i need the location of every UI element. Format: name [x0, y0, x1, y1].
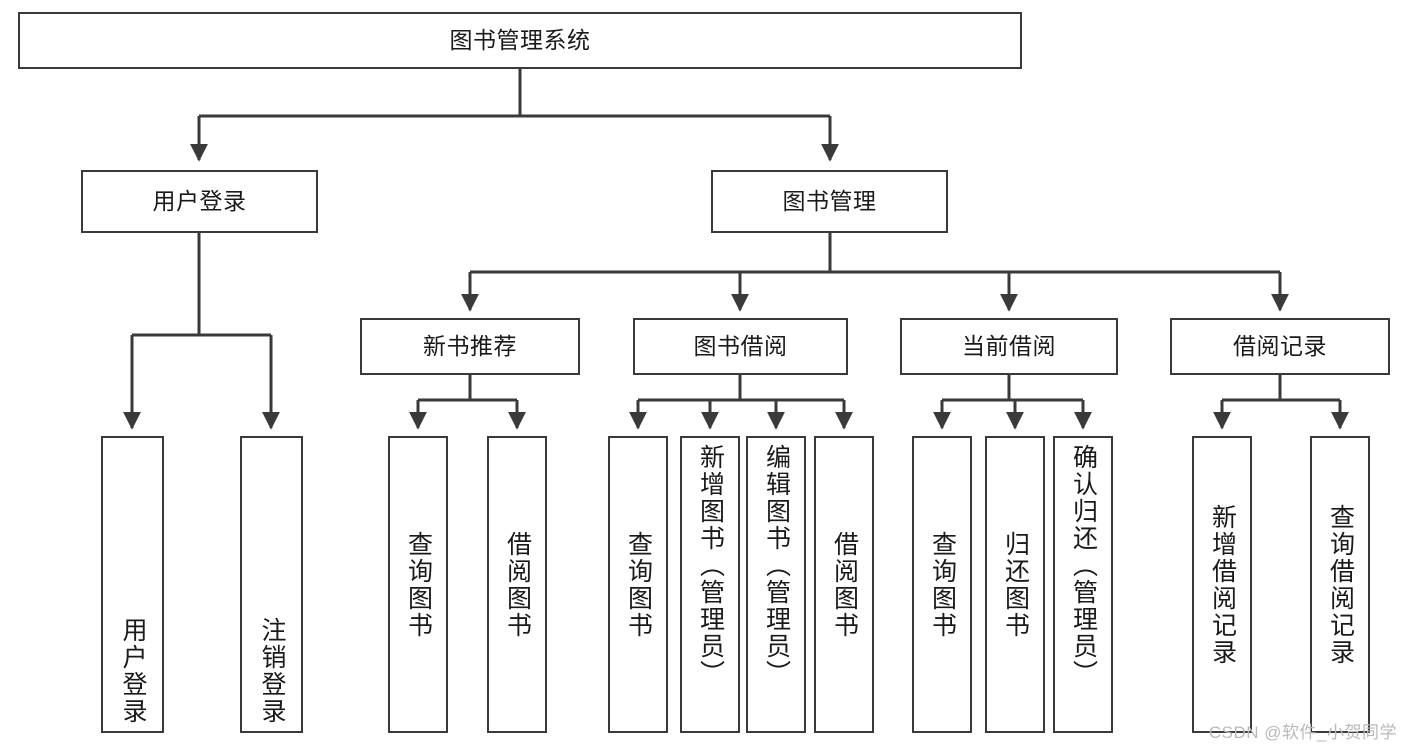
node-leaf-user-login-label: 用户登录 — [119, 617, 147, 725]
node-current-borrow-label: 当前借阅 — [962, 332, 1056, 359]
node-leaf-query-book-new[interactable]: 查询图书 — [388, 436, 448, 733]
node-leaf-confirm-return[interactable]: 确认归还（管理员） — [1053, 436, 1113, 733]
node-leaf-return-book[interactable]: 归还图书 — [985, 436, 1045, 733]
node-leaf-confirm-return-label: 确认归还（管理员） — [1069, 444, 1098, 687]
node-leaf-query-book-borrow-label: 查询图书 — [624, 530, 653, 639]
node-leaf-query-borrow-record-label: 查询借阅记录 — [1326, 503, 1355, 666]
node-leaf-borrow-book-new[interactable]: 借阅图书 — [487, 436, 547, 733]
node-book-borrow[interactable]: 图书借阅 — [633, 318, 848, 375]
node-user-login-label: 用户登录 — [152, 187, 247, 214]
node-leaf-add-book-label: 新增图书（管理员） — [696, 444, 725, 687]
node-leaf-add-borrow-record-label: 新增借阅记录 — [1208, 503, 1237, 666]
node-book-management-label: 图书管理 — [782, 187, 877, 214]
node-book-management[interactable]: 图书管理 — [711, 170, 948, 233]
node-leaf-user-login[interactable]: 用户登录 — [101, 436, 164, 733]
node-new-book-recommend[interactable]: 新书推荐 — [360, 318, 580, 375]
node-leaf-add-book[interactable]: 新增图书（管理员） — [680, 436, 740, 733]
node-book-borrow-label: 图书借阅 — [693, 332, 788, 359]
node-borrow-record[interactable]: 借阅记录 — [1170, 318, 1390, 375]
node-leaf-query-borrow-record[interactable]: 查询借阅记录 — [1310, 436, 1370, 733]
node-leaf-return-book-label: 归还图书 — [1001, 530, 1030, 639]
node-leaf-add-borrow-record[interactable]: 新增借阅记录 — [1192, 436, 1252, 733]
node-current-borrow[interactable]: 当前借阅 — [900, 318, 1118, 375]
node-leaf-edit-book[interactable]: 编辑图书（管理员） — [746, 436, 806, 733]
node-new-book-recommend-label: 新书推荐 — [423, 332, 517, 359]
node-leaf-query-book-borrow[interactable]: 查询图书 — [608, 436, 668, 733]
node-leaf-edit-book-label: 编辑图书（管理员） — [762, 444, 791, 687]
node-leaf-borrow-book[interactable]: 借阅图书 — [814, 436, 874, 733]
node-leaf-user-logout-label: 注销登录 — [258, 617, 286, 725]
csdn-watermark: CSDN @软件_小贺同学 — [1208, 723, 1397, 742]
node-user-login[interactable]: 用户登录 — [81, 170, 318, 233]
node-leaf-user-logout[interactable]: 注销登录 — [240, 436, 303, 733]
node-leaf-borrow-book-new-label: 借阅图书 — [503, 530, 532, 639]
node-root-label: 图书管理系统 — [449, 26, 591, 53]
node-borrow-record-label: 借阅记录 — [1233, 332, 1327, 359]
node-leaf-borrow-book-label: 借阅图书 — [830, 530, 859, 639]
node-leaf-query-book-current[interactable]: 查询图书 — [912, 436, 972, 733]
node-leaf-query-book-current-label: 查询图书 — [928, 530, 957, 639]
node-root[interactable]: 图书管理系统 — [18, 12, 1022, 69]
node-leaf-query-book-new-label: 查询图书 — [404, 530, 433, 639]
